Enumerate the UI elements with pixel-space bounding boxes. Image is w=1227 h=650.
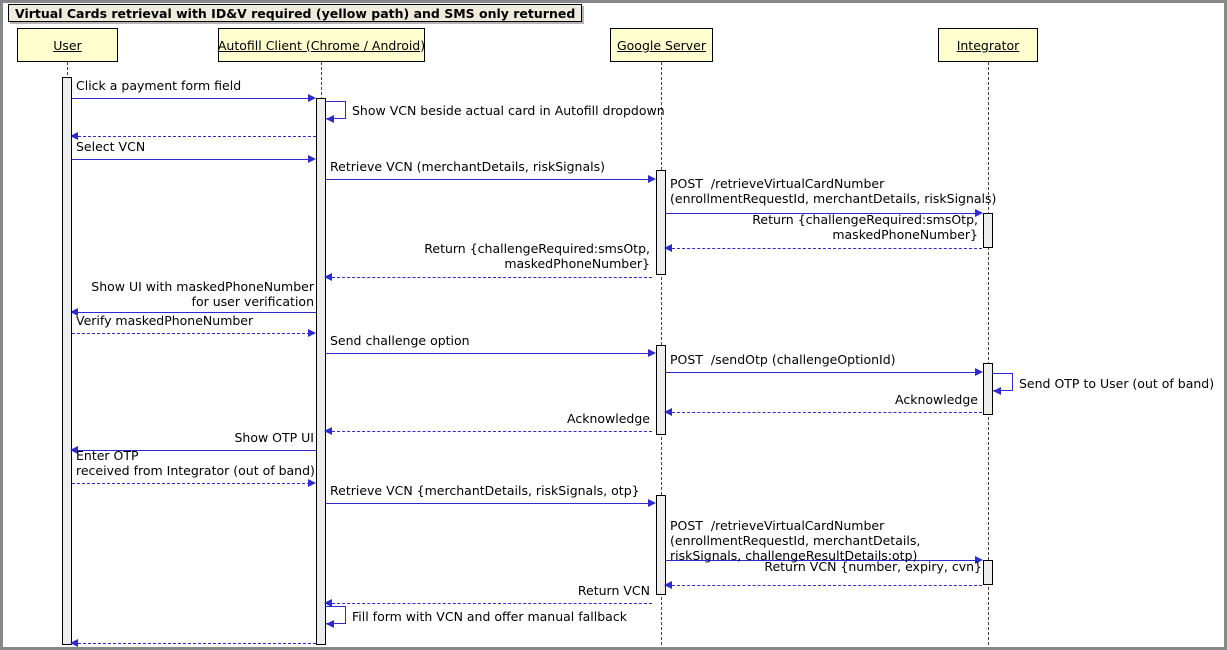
message-arrowhead-7 <box>664 244 672 252</box>
participant-google-server-label: Google Server <box>616 37 707 53</box>
message-arrowhead-6 <box>975 209 983 217</box>
message-label-12: POST /sendOtp (challengeOptionId) <box>670 352 896 367</box>
message-label-21: Return VCN <box>577 583 650 598</box>
message-label-13: Send OTP to User (out of band) <box>1019 376 1215 391</box>
message-line-9 <box>78 312 316 313</box>
message-line-11 <box>326 353 650 354</box>
participant-user[interactable]: User <box>17 28 118 62</box>
activation-integrator-3 <box>983 560 993 585</box>
message-arrowhead-19 <box>975 556 983 564</box>
message-line-10 <box>72 333 310 334</box>
message-line-15 <box>332 431 652 432</box>
message-label-15: Acknowledge <box>567 411 650 426</box>
message-label-8: Return {challengeRequired:smsOtp, masked… <box>424 241 650 271</box>
message-line-3 <box>78 136 316 137</box>
message-arrowhead-14 <box>664 408 672 416</box>
message-arrowhead-17 <box>308 479 316 487</box>
message-label-7: Return {challengeRequired:smsOtp, masked… <box>752 212 978 242</box>
participant-autofill-client[interactable]: Autofill Client (Chrome / Android) <box>218 28 425 62</box>
activation-integrator-1 <box>983 213 993 248</box>
message-arrowhead-15 <box>324 427 332 435</box>
message-line-12 <box>666 372 977 373</box>
message-label-9: Show UI with maskedPhoneNumber for user … <box>91 279 314 309</box>
message-label-4: Select VCN <box>76 139 146 154</box>
message-arrowhead-18 <box>648 499 656 507</box>
message-arrowhead-12 <box>975 368 983 376</box>
message-line-23 <box>78 643 316 644</box>
message-label-11: Send challenge option <box>330 333 470 348</box>
diagram-title: Virtual Cards retrieval with ID&V requir… <box>8 4 583 22</box>
participant-autofill-client-label: Autofill Client (Chrome / Android) <box>217 37 426 53</box>
message-line-6 <box>666 213 977 214</box>
activation-google-server-2 <box>656 345 666 435</box>
participant-integrator-label: Integrator <box>956 37 1020 53</box>
message-line-16 <box>78 450 316 451</box>
message-arrowhead-16 <box>70 446 78 454</box>
message-label-22: Fill form with VCN and offer manual fall… <box>352 609 627 624</box>
message-line-20 <box>672 585 982 586</box>
participant-integrator[interactable]: Integrator <box>938 28 1038 62</box>
message-label-10: Verify maskedPhoneNumber <box>76 313 254 328</box>
message-line-7 <box>672 248 982 249</box>
message-line-14 <box>672 412 982 413</box>
message-line-19 <box>666 560 977 561</box>
message-line-18 <box>326 503 650 504</box>
message-arrowhead-20 <box>664 581 672 589</box>
message-line-17 <box>72 483 310 484</box>
message-arrowhead-8 <box>324 273 332 281</box>
message-label-6: POST /retrieveVirtualCardNumber (enrollm… <box>670 176 997 206</box>
message-arrowhead-1 <box>308 94 316 102</box>
message-label-1: Click a payment form field <box>76 78 242 93</box>
participant-user-label: User <box>53 37 82 53</box>
message-label-18: Retrieve VCN {merchantDetails, riskSigna… <box>330 483 640 498</box>
message-selfloop-13 <box>993 373 1013 391</box>
message-label-16: Show OTP UI <box>234 430 314 445</box>
message-label-5: Retrieve VCN (merchantDetails, riskSigna… <box>330 159 605 174</box>
message-selfloop-22 <box>326 606 346 624</box>
message-arrowhead-23 <box>70 639 78 647</box>
message-arrowhead-13 <box>993 387 1001 395</box>
lifeline-integrator <box>988 62 989 645</box>
message-line-1 <box>72 98 310 99</box>
activation-google-server-3 <box>656 495 666 595</box>
message-label-17: Enter OTP received from Integrator (out … <box>76 448 315 478</box>
message-arrowhead-10 <box>308 329 316 337</box>
message-arrowhead-22 <box>326 620 334 628</box>
participant-google-server[interactable]: Google Server <box>610 28 713 62</box>
message-arrowhead-2 <box>326 115 334 123</box>
message-arrowhead-5 <box>648 175 656 183</box>
message-arrowhead-3 <box>70 132 78 140</box>
activation-google-server-1 <box>656 170 666 275</box>
message-arrowhead-21 <box>324 599 332 607</box>
message-label-20: Return VCN {number, expiry, cvn} <box>764 559 982 574</box>
message-label-2: Show VCN beside actual card in Autofill … <box>352 103 665 118</box>
message-line-21 <box>332 603 652 604</box>
message-line-5 <box>326 179 650 180</box>
message-label-14: Acknowledge <box>895 392 978 407</box>
message-label-19: POST /retrieveVirtualCardNumber (enrollm… <box>670 518 921 563</box>
message-arrowhead-4 <box>308 155 316 163</box>
message-line-8 <box>332 277 652 278</box>
activation-autofill-client <box>316 98 326 645</box>
message-line-4 <box>72 159 310 160</box>
message-selfloop-2 <box>326 101 346 119</box>
activation-user <box>62 77 72 645</box>
message-arrowhead-9 <box>70 308 78 316</box>
message-arrowhead-11 <box>648 349 656 357</box>
activation-integrator-2 <box>983 363 993 415</box>
